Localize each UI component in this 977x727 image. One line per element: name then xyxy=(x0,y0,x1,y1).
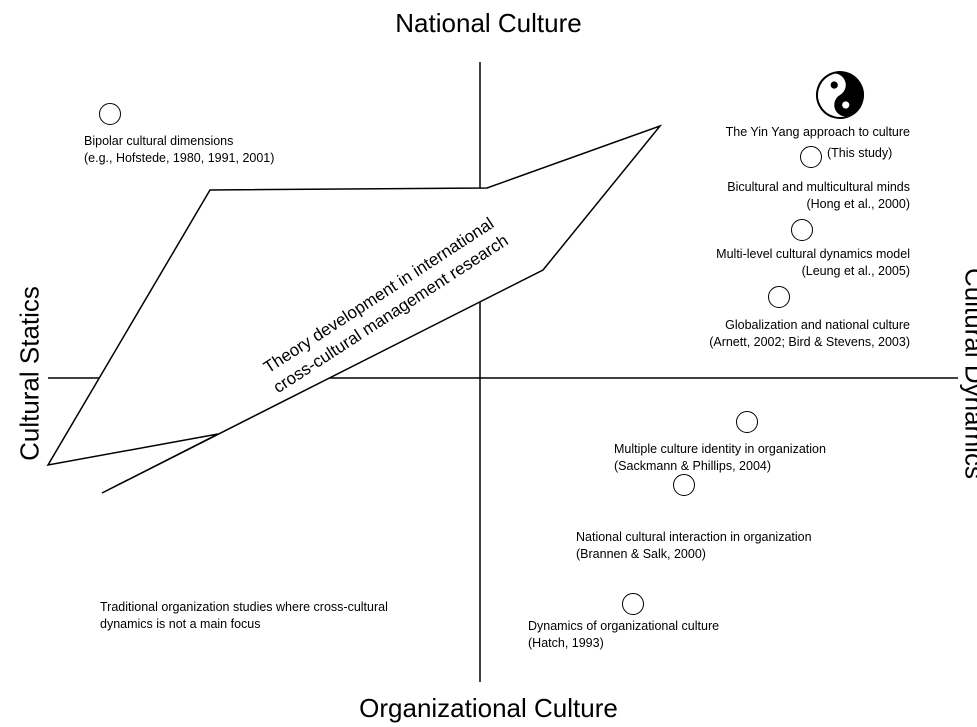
item-bipolar-title: Bipolar cultural dimensions xyxy=(84,134,234,148)
item-multiple-identity: Multiple culture identity in organizatio… xyxy=(614,441,826,475)
item-multilevel: Multi-level cultural dynamics model (Leu… xyxy=(716,246,910,280)
item-dynamics-org-cite: (Hatch, 1993) xyxy=(528,636,604,650)
marker-yinyang-study xyxy=(800,146,822,168)
item-multiple-identity-title: Multiple culture identity in organizatio… xyxy=(614,442,826,456)
axis-title-right: Cultural Dynamics xyxy=(959,268,977,479)
item-traditional-line1: Traditional organization studies where c… xyxy=(100,600,388,614)
item-national-interaction-title: National cultural interaction in organiz… xyxy=(576,530,812,544)
item-yinyang-cite: (This study) xyxy=(827,146,893,160)
theory-development-arrow xyxy=(46,124,663,494)
marker-bipolar xyxy=(99,103,121,125)
axis-title-top: National Culture xyxy=(395,8,582,38)
axis-title-bottom: Organizational Culture xyxy=(359,693,618,723)
item-dynamics-org-title: Dynamics of organizational culture xyxy=(528,619,720,633)
marker-bicultural xyxy=(791,219,813,241)
item-multilevel-cite: (Leung et al., 2005) xyxy=(801,264,910,278)
item-bipolar-cite: (e.g., Hofstede, 1980, 1991, 2001) xyxy=(84,151,275,165)
item-multiple-identity-cite: (Sackmann & Phillips, 2004) xyxy=(614,459,772,473)
item-national-interaction: National cultural interaction in organiz… xyxy=(576,529,812,563)
item-traditional: Traditional organization studies where c… xyxy=(100,599,388,633)
marker-national-interaction xyxy=(673,474,695,496)
marker-multilevel xyxy=(768,286,790,308)
yin-yang-icon xyxy=(816,71,864,119)
item-globalization-title: Globalization and national culture xyxy=(725,318,910,332)
item-yinyang-title: The Yin Yang approach to culture xyxy=(725,125,910,139)
item-globalization-cite: (Arnett, 2002; Bird & Stevens, 2003) xyxy=(709,335,910,349)
item-dynamics-org: Dynamics of organizational culture (Hatc… xyxy=(528,618,719,652)
item-traditional-line2: dynamics is not a main focus xyxy=(100,617,261,631)
item-bicultural: Bicultural and multicultural minds (Hong… xyxy=(727,179,910,213)
item-national-interaction-cite: (Brannen & Salk, 2000) xyxy=(576,547,706,561)
item-bipolar: Bipolar cultural dimensions (e.g., Hofst… xyxy=(84,133,274,167)
item-bicultural-cite: (Hong et al., 2000) xyxy=(806,197,910,211)
item-multilevel-title: Multi-level cultural dynamics model xyxy=(716,247,910,261)
item-bicultural-title: Bicultural and multicultural minds xyxy=(727,180,910,194)
marker-multiple-identity xyxy=(736,411,758,433)
axis-title-left: Cultural Statics xyxy=(14,286,45,461)
marker-dynamics-org xyxy=(622,593,644,615)
item-globalization: Globalization and national culture (Arne… xyxy=(709,317,910,351)
